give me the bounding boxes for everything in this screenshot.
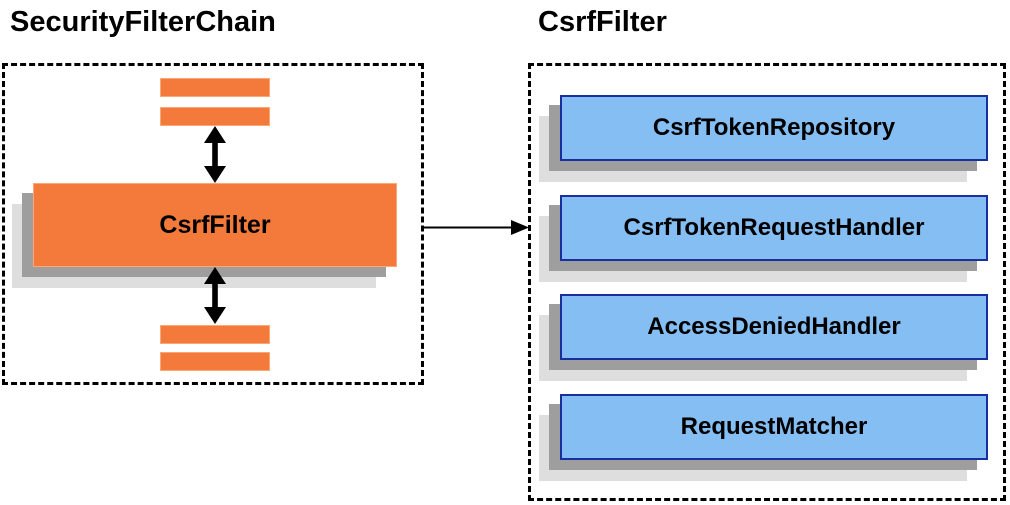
security-filter-chain-container: [2, 63, 424, 385]
csrf-filter-title: CsrfFilter: [538, 6, 667, 38]
component-box-request-matcher: RequestMatcher: [539, 394, 988, 481]
component-box-csrf-token-repository: CsrfTokenRepository: [539, 95, 988, 182]
security-filter-chain-title: SecurityFilterChain: [10, 6, 276, 38]
filter-bar-top-1: [160, 78, 270, 97]
csrf-filter-node: CsrfFilter: [12, 183, 397, 288]
bidirectional-arrow-icon: [204, 267, 226, 324]
csrf-filter-node-label: CsrfFilter: [33, 183, 397, 267]
component-box-access-denied-handler: AccessDeniedHandler: [539, 294, 988, 381]
flow-arrow-icon: [424, 220, 529, 235]
csrf-filter-components-container: [528, 63, 1006, 501]
filter-bar-bottom-1: [160, 325, 270, 344]
component-label: RequestMatcher: [560, 394, 988, 460]
component-label: CsrfTokenRequestHandler: [560, 195, 988, 261]
filter-bar-bottom-2: [160, 352, 270, 371]
filter-bar-top-2: [160, 107, 270, 126]
component-label: AccessDeniedHandler: [560, 294, 988, 360]
bidirectional-arrow-icon: [204, 126, 226, 183]
component-box-csrf-token-request-handler: CsrfTokenRequestHandler: [539, 195, 988, 282]
component-label: CsrfTokenRepository: [560, 95, 988, 161]
